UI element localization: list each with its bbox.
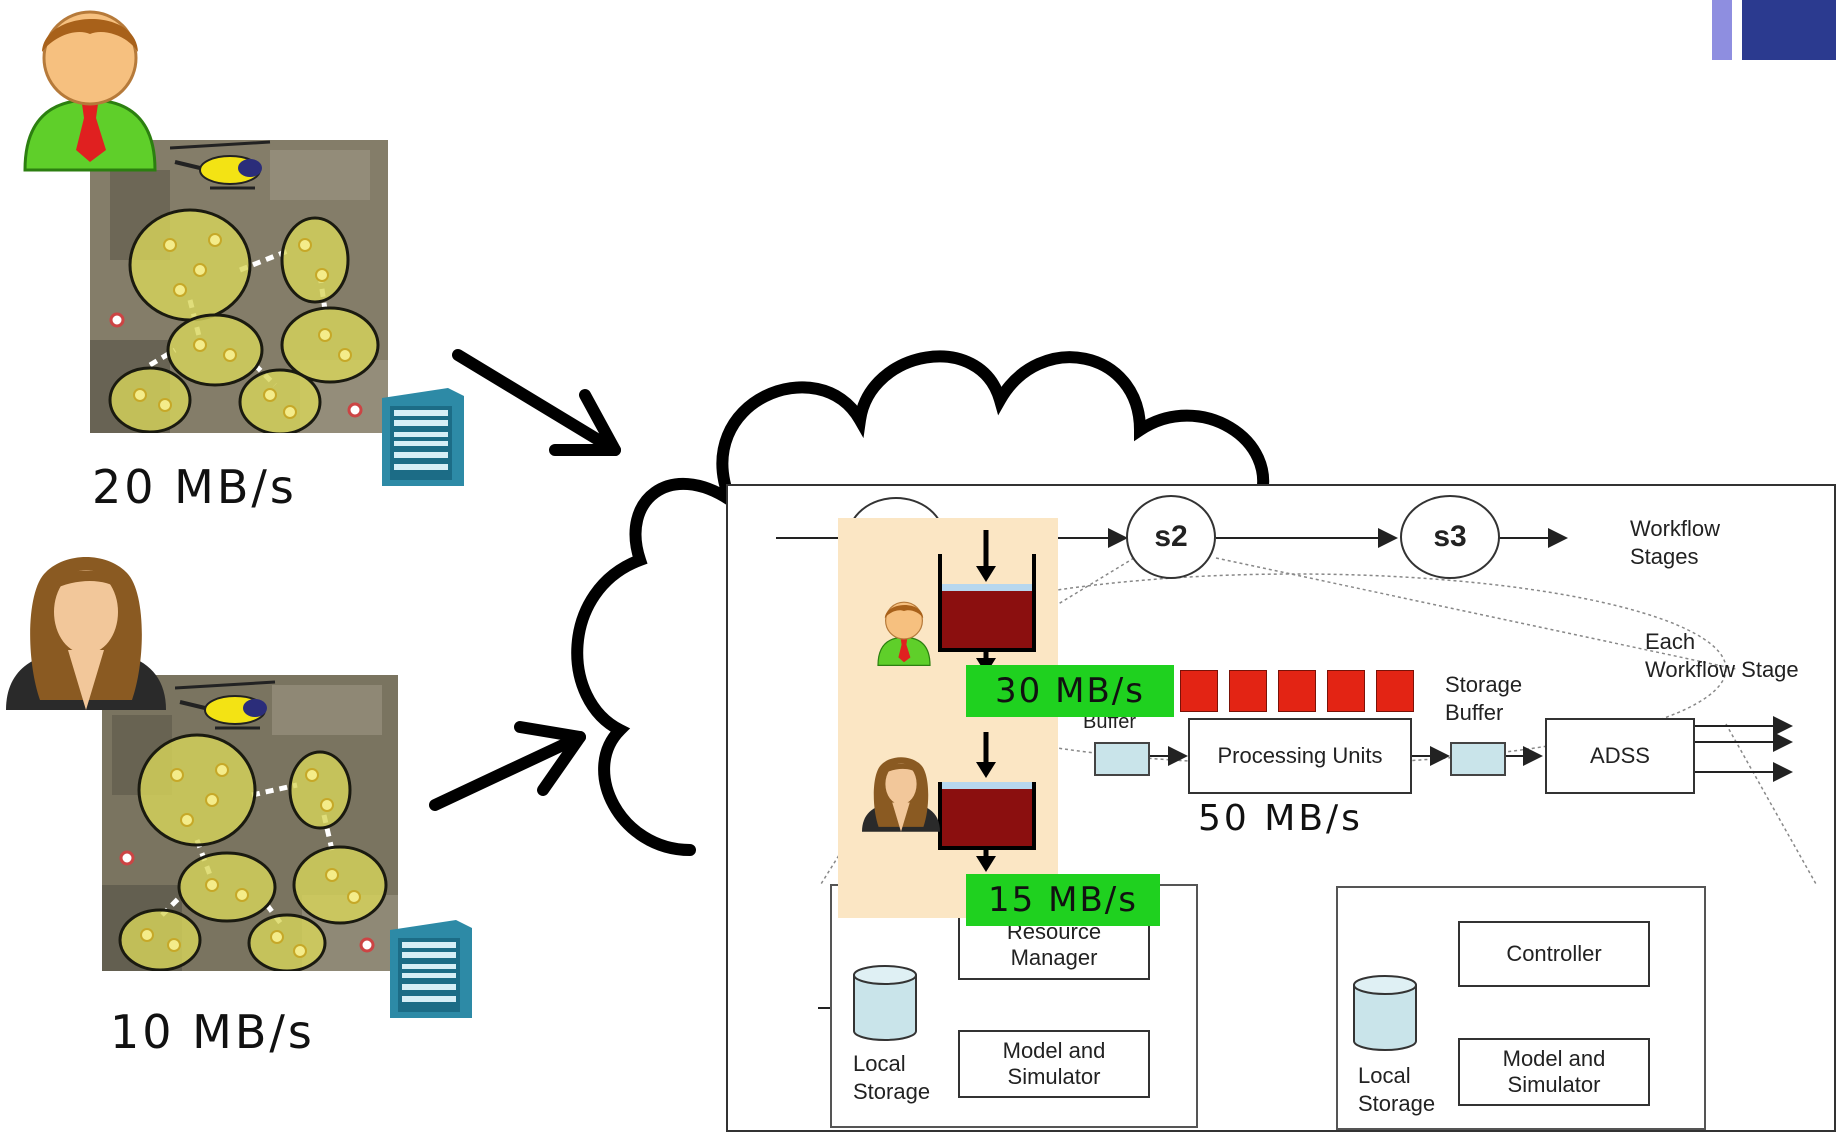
- queue-1: [938, 530, 1036, 674]
- source-rate-1: 20 MB/s: [92, 460, 297, 514]
- arrow-source-1: [452, 349, 621, 456]
- male-user-icon: [877, 601, 931, 666]
- each-stage-line2: Workflow Stage: [1645, 657, 1799, 682]
- arrow-source-2: [429, 721, 586, 811]
- accent-bar-dark: [1742, 0, 1836, 60]
- source-1: 20 MB/s: [0, 0, 480, 520]
- left-local-storage-label: Local Storage: [853, 1050, 930, 1106]
- server-icon: [382, 388, 464, 486]
- workflow-stages-label: Workflow Stages: [1630, 515, 1720, 571]
- right-local-storage-label: Local Storage: [1358, 1062, 1435, 1118]
- processing-units-box: Processing Units: [1188, 718, 1412, 794]
- helicopter-icon: [175, 680, 276, 730]
- storage-buffer-line1: Storage: [1445, 672, 1523, 697]
- database-icon: [853, 965, 917, 1041]
- input-buffer: [1094, 742, 1150, 776]
- storage-line1: Local: [853, 1051, 906, 1076]
- storage-buffer-line2: Buffer: [1445, 700, 1504, 725]
- queue-rate-2: 15 MB/s: [966, 874, 1160, 926]
- accent-bar-light: [1712, 0, 1732, 60]
- source-rate-2: 10 MB/s: [110, 1005, 315, 1059]
- aerial-map-2: [102, 675, 398, 971]
- stage-label: s2: [1154, 520, 1188, 553]
- storage-buffer: [1450, 742, 1506, 776]
- stage-circle-s2: s2: [1126, 495, 1216, 579]
- model-line2: Simulator: [1507, 1072, 1601, 1097]
- storage-line2: Storage: [1358, 1091, 1436, 1116]
- adss-box: ADSS: [1545, 718, 1695, 794]
- left-model-simulator-box: Model and Simulator: [958, 1030, 1150, 1098]
- model-line2: Simulator: [1007, 1064, 1101, 1089]
- female-user-icon: [6, 557, 166, 710]
- stage-circle-s3: s3: [1400, 495, 1500, 579]
- each-stage-line1: Each: [1645, 629, 1696, 654]
- helicopter-icon: [170, 140, 271, 190]
- workflow-stages-line1: Workflow: [1630, 516, 1721, 541]
- controller-label: Controller: [1506, 941, 1602, 966]
- model-line1: Model and: [1002, 1038, 1106, 1063]
- storage-line1: Local: [1358, 1063, 1411, 1088]
- male-user-icon: [23, 10, 157, 172]
- processing-rate: 50 MB/s: [1198, 798, 1363, 839]
- processing-units-label: Processing Units: [1217, 743, 1383, 768]
- processing-blocks: [1180, 670, 1414, 712]
- cloud-outline: [571, 350, 1270, 856]
- model-line1: Model and: [1502, 1046, 1606, 1071]
- queue-2: [938, 732, 1036, 872]
- processing-block: [1278, 670, 1316, 712]
- adss-label: ADSS: [1590, 743, 1650, 768]
- female-user-icon: [862, 757, 940, 832]
- source-2: 10 MB/s: [0, 550, 480, 1070]
- server-icon: [390, 920, 472, 1018]
- controller-box: Controller: [1458, 921, 1650, 987]
- aerial-map-1: [90, 140, 388, 433]
- stage-label: s3: [1433, 520, 1467, 553]
- database-icon: [1353, 975, 1417, 1051]
- each-stage-label: Each Workflow Stage: [1645, 628, 1799, 684]
- processing-block: [1229, 670, 1267, 712]
- resource-manager-line2: Manager: [1010, 945, 1098, 970]
- processing-block: [1180, 670, 1218, 712]
- storage-line2: Storage: [853, 1079, 931, 1104]
- processing-block: [1376, 670, 1414, 712]
- workflow-stages-line2: Stages: [1630, 544, 1699, 569]
- right-model-simulator-box: Model and Simulator: [1458, 1038, 1650, 1106]
- storage-buffer-label: Storage Buffer: [1445, 671, 1522, 727]
- processing-block: [1327, 670, 1365, 712]
- queue-rate-1: 30 MB/s: [966, 665, 1174, 717]
